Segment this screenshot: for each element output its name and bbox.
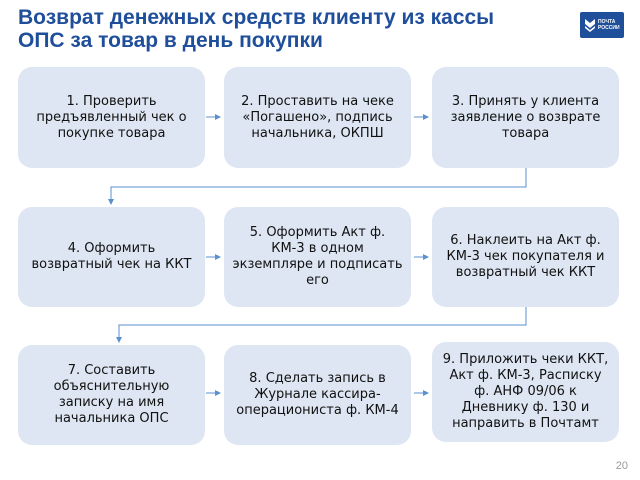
title-line-1: Возврат денежных средств клиенту из касс… bbox=[18, 6, 495, 29]
step-5-text: 5. Оформить Акт ф. КМ-3 в одном экземпля… bbox=[232, 225, 403, 288]
title-line-2: ОПС за товар в день покупки bbox=[18, 29, 323, 52]
step-9-text: 9. Приложить чеки ККТ, Акт ф. КМ-3, Расп… bbox=[442, 352, 609, 431]
logo-text-line-1: ПОЧТА bbox=[598, 19, 616, 25]
arrow-3-4 bbox=[108, 168, 527, 205]
page-title: Возврат денежных средств клиенту из касс… bbox=[18, 6, 558, 52]
step-2-box: 2. Проставить на чеке «Погашено», подпис… bbox=[224, 67, 411, 168]
post-eagle-icon bbox=[585, 19, 595, 32]
step-4-text: 4. Оформить возвратный чек на ККТ bbox=[31, 241, 192, 272]
step-6-text: 6. Наклеить на Акт ф. КМ-3 чек покупател… bbox=[446, 233, 605, 280]
step-3-text: 3. Принять у клиента заявление о возврат… bbox=[450, 93, 601, 141]
step-5-box: 5. Оформить Акт ф. КМ-3 в одном экземпля… bbox=[224, 207, 411, 307]
step-6-box: 6. Наклеить на Акт ф. КМ-3 чек покупател… bbox=[432, 207, 619, 307]
logo-text: ПОЧТА РОССИИ bbox=[598, 19, 620, 31]
russian-post-logo: ПОЧТА РОССИИ bbox=[580, 12, 624, 38]
step-1-box: 1. Проверить предъявленный чек о покупке… bbox=[18, 67, 205, 168]
step-3-box: 3. Принять у клиента заявление о возврат… bbox=[432, 67, 619, 168]
page-number: 20 bbox=[615, 460, 628, 472]
step-7-text: 7. Составить объяснительную записку на и… bbox=[53, 363, 170, 426]
step-7-box: 7. Составить объяснительную записку на и… bbox=[18, 345, 205, 445]
arrow-6-7 bbox=[116, 307, 527, 343]
step-1-text: 1. Проверить предъявленный чек о покупке… bbox=[36, 93, 187, 141]
logo-text-line-2: РОССИИ bbox=[598, 25, 620, 31]
step-4-box: 4. Оформить возвратный чек на ККТ bbox=[18, 207, 205, 307]
step-8-text: 8. Сделать запись в Журнале кассира-опер… bbox=[236, 371, 399, 418]
step-8-box: 8. Сделать запись в Журнале кассира-опер… bbox=[224, 345, 411, 445]
step-2-text: 2. Проставить на чеке «Погашено», подпис… bbox=[241, 93, 394, 141]
step-9-box: 9. Приложить чеки ККТ, Акт ф. КМ-3, Расп… bbox=[432, 342, 619, 442]
